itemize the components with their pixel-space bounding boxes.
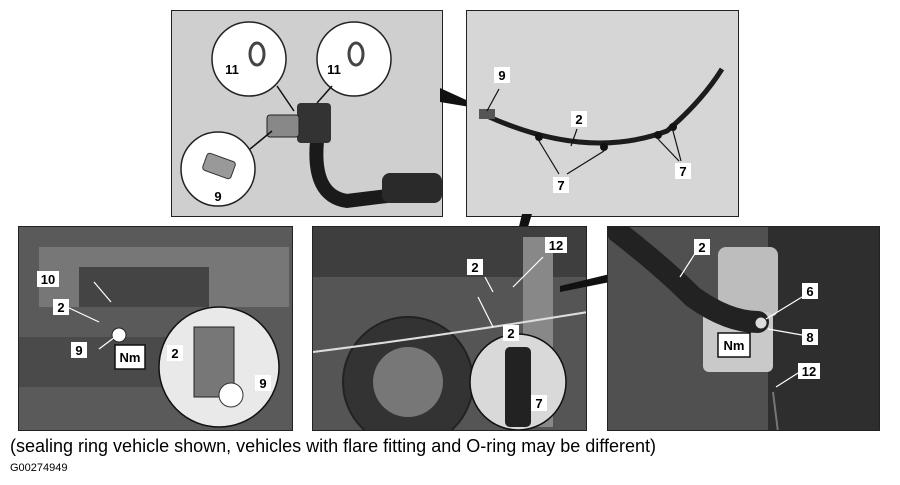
magnifier-sealing-ring-left [211, 21, 287, 97]
bolt-icon [202, 152, 236, 180]
callout-2-bracket: 2 [698, 240, 705, 255]
sealing-ring-icon [248, 41, 266, 67]
callout-8: 8 [806, 330, 813, 345]
front-axle-drawing: 2 12 2 7 [313, 227, 586, 430]
rear-axle-drawing: 10 2 9 Nm 2 9 [19, 227, 292, 430]
callout-11-left: 11 [225, 62, 239, 77]
callout-12-front: 12 [549, 238, 563, 253]
magnifier-sealing-ring-right [316, 21, 392, 97]
banjo-bolt [266, 114, 300, 138]
callout-10: 10 [41, 272, 55, 287]
figure-code: G00274949 [10, 462, 68, 474]
hose-line [485, 67, 725, 146]
braided-hose [608, 227, 769, 333]
panel-fitting-detail: 11 11 9 [171, 10, 443, 217]
callout-9-hose: 9 [498, 68, 505, 83]
hose-bracket-drawing: 2 6 8 Nm 12 [608, 227, 879, 430]
torque-nm-label-bracket: Nm [724, 338, 745, 353]
connector-arrow [560, 274, 610, 292]
hose-sleeve [382, 173, 442, 203]
callout-2-front: 2 [471, 260, 478, 275]
callout-9-magnifier: 9 [259, 376, 266, 391]
panel-rear-axle: 10 2 9 Nm 2 9 [18, 226, 293, 431]
callout-11-right: 11 [327, 62, 341, 77]
fitting-nut [297, 103, 331, 143]
hose-fitting [479, 109, 495, 119]
callout-12-bracket: 12 [802, 364, 816, 379]
callout-2-clip: 2 [507, 326, 514, 341]
hose-overview-drawing: 9 2 7 7 [479, 67, 725, 193]
callout-9-axle: 9 [75, 343, 82, 358]
callout-7-clips-left: 7 [557, 178, 564, 193]
callout-2-axle: 2 [57, 300, 64, 315]
callout-2-magnifier: 2 [171, 346, 178, 361]
callout-7-clip: 7 [535, 396, 542, 411]
panel-hose-overview: 9 2 7 7 [466, 10, 739, 217]
sealing-ring-icon [347, 41, 365, 67]
figure-caption: (sealing ring vehicle shown, vehicles wi… [10, 436, 656, 456]
callout-6: 6 [806, 284, 813, 299]
fitting-detail-drawing: 11 11 9 [180, 21, 442, 209]
panel-front-axle: 2 12 2 7 [312, 226, 587, 431]
torque-nm-label: Nm [120, 350, 141, 365]
panel-hose-bracket: 2 6 8 Nm 12 [607, 226, 880, 431]
callout-7-clips-right: 7 [679, 164, 686, 179]
callout-9-bolt: 9 [214, 189, 221, 204]
callout-2-hose: 2 [575, 112, 582, 127]
